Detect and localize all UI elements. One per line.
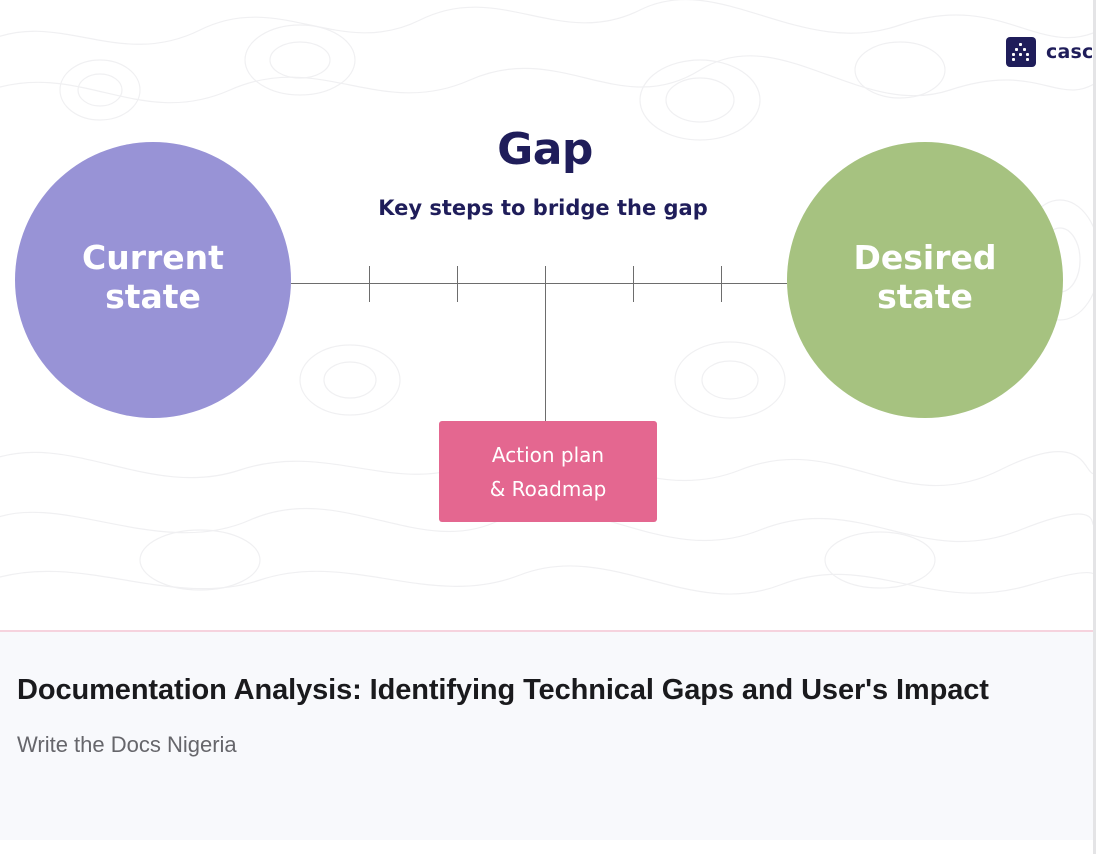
timeline-tick xyxy=(633,266,634,302)
desired-state-label-line2: state xyxy=(877,277,973,316)
scrollbar-edge xyxy=(1093,0,1096,854)
card-source: Write the Docs Nigeria xyxy=(17,732,237,757)
current-state-label-line1: Current xyxy=(82,238,224,277)
timeline-tick xyxy=(457,266,458,302)
logo-mark-icon xyxy=(1006,37,1036,67)
action-box-line1: Action plan xyxy=(491,442,605,467)
desired-state-label-line1: Desired xyxy=(853,238,997,277)
card-title[interactable]: Documentation Analysis: Identifying Tech… xyxy=(17,674,989,706)
timeline-tick xyxy=(369,266,370,302)
hero-image[interactable]: casc Gap Key steps to bridge the gap Cur… xyxy=(0,0,1093,632)
action-plan-box: Action plan & Roadmap xyxy=(439,421,657,522)
card-meta: Documentation Analysis: Identifying Tech… xyxy=(17,666,1057,758)
slide-subtitle: Key steps to bridge the gap xyxy=(378,196,708,220)
slide-title: Gap xyxy=(497,124,593,175)
brand-logo: casc xyxy=(1006,37,1093,67)
logo-text: casc xyxy=(1046,41,1093,63)
current-state-circle: Current state xyxy=(15,142,291,418)
desired-state-circle: Desired state xyxy=(787,142,1063,418)
timeline-tick xyxy=(721,266,722,302)
current-state-label-line2: state xyxy=(105,277,201,316)
timeline-line xyxy=(291,283,787,284)
action-box-line2: & Roadmap xyxy=(489,476,607,501)
connector-line xyxy=(545,266,546,422)
